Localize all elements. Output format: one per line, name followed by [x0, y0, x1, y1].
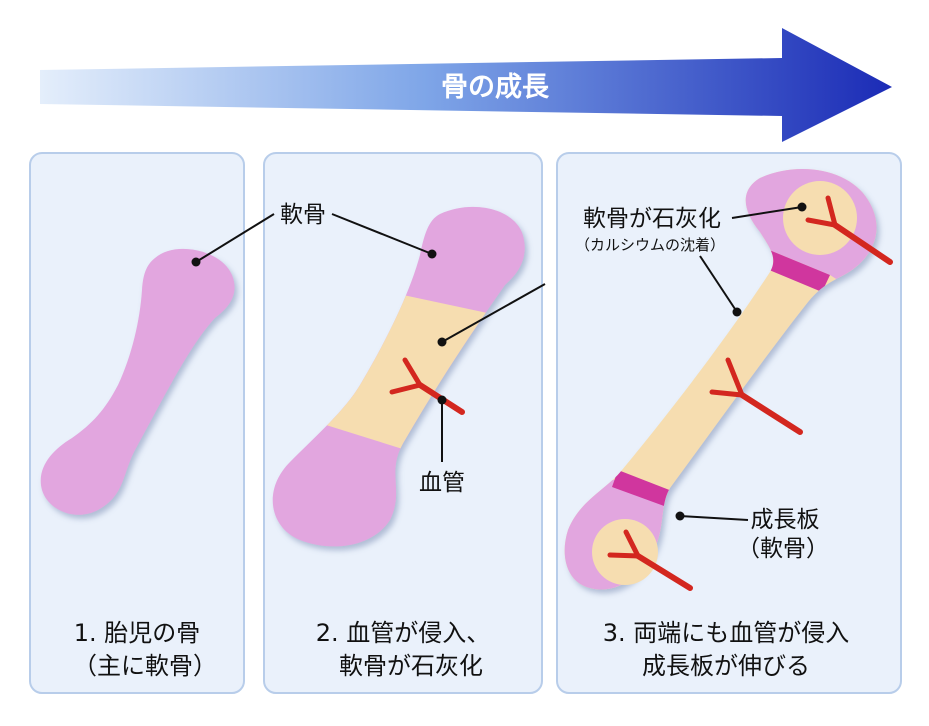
caption-2-line1: 2. 血管が侵入、 — [316, 619, 491, 647]
ossification-center-top — [783, 181, 857, 255]
caption-1-line1: 1. 胎児の骨 — [74, 619, 201, 647]
label-cartilage: 軟骨 — [280, 202, 326, 228]
leader-lines — [195, 206, 803, 521]
caption-3-line2: 成長板が伸びる — [642, 652, 810, 680]
caption-3-line1: 3. 両端にも血管が侵入 — [603, 619, 850, 647]
label-calcification: 軟骨が石灰化 — [583, 206, 721, 232]
label-growth-plate: 成長板 — [751, 507, 820, 533]
title-arrow-shape — [40, 28, 892, 142]
leader-dots — [191, 202, 807, 521]
vessel-3 — [607, 195, 893, 591]
caption-1-line2: （主に軟骨） — [73, 652, 217, 680]
fetal-bone — [40, 248, 235, 515]
label-blood-vessel: 血管 — [419, 470, 465, 496]
ossification-center-bottom — [592, 519, 658, 585]
title-arrow: 骨の成長 — [40, 28, 892, 142]
label-growth-plate-note: （軟骨） — [737, 536, 829, 562]
label-calcification-note: （カルシウムの沈着） — [575, 236, 725, 254]
title-text: 骨の成長 — [441, 72, 550, 103]
caption-2-line2: 軟骨が石灰化 — [339, 652, 483, 680]
